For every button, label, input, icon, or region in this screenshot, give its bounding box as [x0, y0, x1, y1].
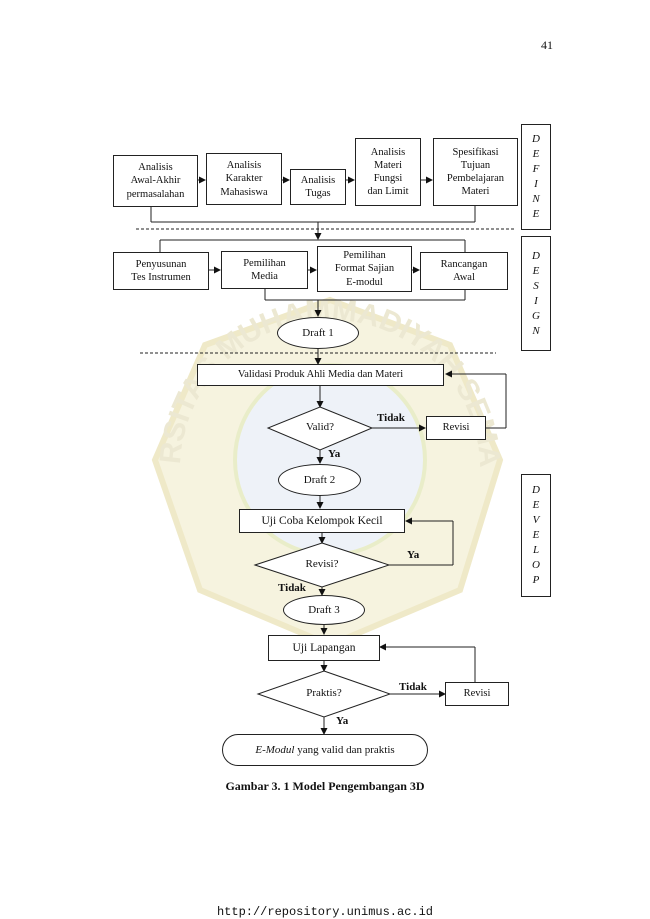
- box-validasi-produk: Validasi Produk Ahli Media dan Materi: [197, 364, 444, 386]
- decision-valid-label: Valid?: [305, 421, 335, 433]
- box-revisi-1: Revisi: [426, 416, 486, 440]
- decision-praktis-label: Praktis?: [306, 687, 342, 699]
- box-spesifikasi-tujuan: Spesifikasi Tujuan Pembelajaran Materi: [433, 138, 518, 206]
- final-emphasis: E-Modul: [255, 744, 295, 756]
- box-revisi-2: Revisi: [445, 682, 509, 706]
- page-number: 41: [541, 38, 553, 52]
- box-analisis-karakter: Analisis Karakter Mahasiswa: [206, 153, 282, 205]
- box-uji-lapangan: Uji Lapangan: [268, 635, 380, 661]
- decision-revisi-shape: [253, 542, 391, 588]
- decision-praktis-shape: [256, 670, 392, 718]
- oval-draft-3: Draft 3: [283, 595, 365, 625]
- box-analisis-awal-akhir: Analisis Awal-Akhir permasalahan: [113, 155, 198, 207]
- oval-final-emodul: E-Modul yang valid dan praktis: [222, 734, 428, 766]
- box-pemilihan-format: Pemilihan Format Sajian E-modul: [317, 246, 412, 292]
- box-analisis-materi: Analisis Materi Fungsi dan Limit: [355, 138, 421, 206]
- decision-revisi-label: Revisi?: [305, 558, 339, 570]
- label-ya-2: Ya: [407, 549, 420, 561]
- figure-caption: Gambar 3. 1 Model Pengembangan 3D: [225, 779, 425, 793]
- label-tidak-1: Tidak: [377, 412, 405, 424]
- label-ya-3: Ya: [336, 715, 349, 727]
- box-uji-coba: Uji Coba Kelompok Kecil: [239, 509, 405, 533]
- footer-url[interactable]: http://repository.unimus.ac.id: [216, 905, 434, 919]
- box-pemilihan-media: Pemilihan Media: [221, 251, 308, 289]
- box-analisis-tugas: Analisis Tugas: [290, 169, 346, 205]
- final-text: yang valid dan praktis: [294, 744, 395, 756]
- oval-draft-2: Draft 2: [278, 464, 361, 496]
- decision-valid-shape: [266, 406, 374, 451]
- label-tidak-2: Tidak: [278, 582, 306, 594]
- box-penyusunan-tes: Penyusunan Tes Instrumen: [113, 252, 209, 290]
- label-tidak-3: Tidak: [399, 681, 427, 693]
- box-rancangan-awal: Rancangan Awal: [420, 252, 508, 290]
- label-ya-1: Ya: [328, 448, 341, 460]
- oval-draft-1: Draft 1: [277, 317, 359, 349]
